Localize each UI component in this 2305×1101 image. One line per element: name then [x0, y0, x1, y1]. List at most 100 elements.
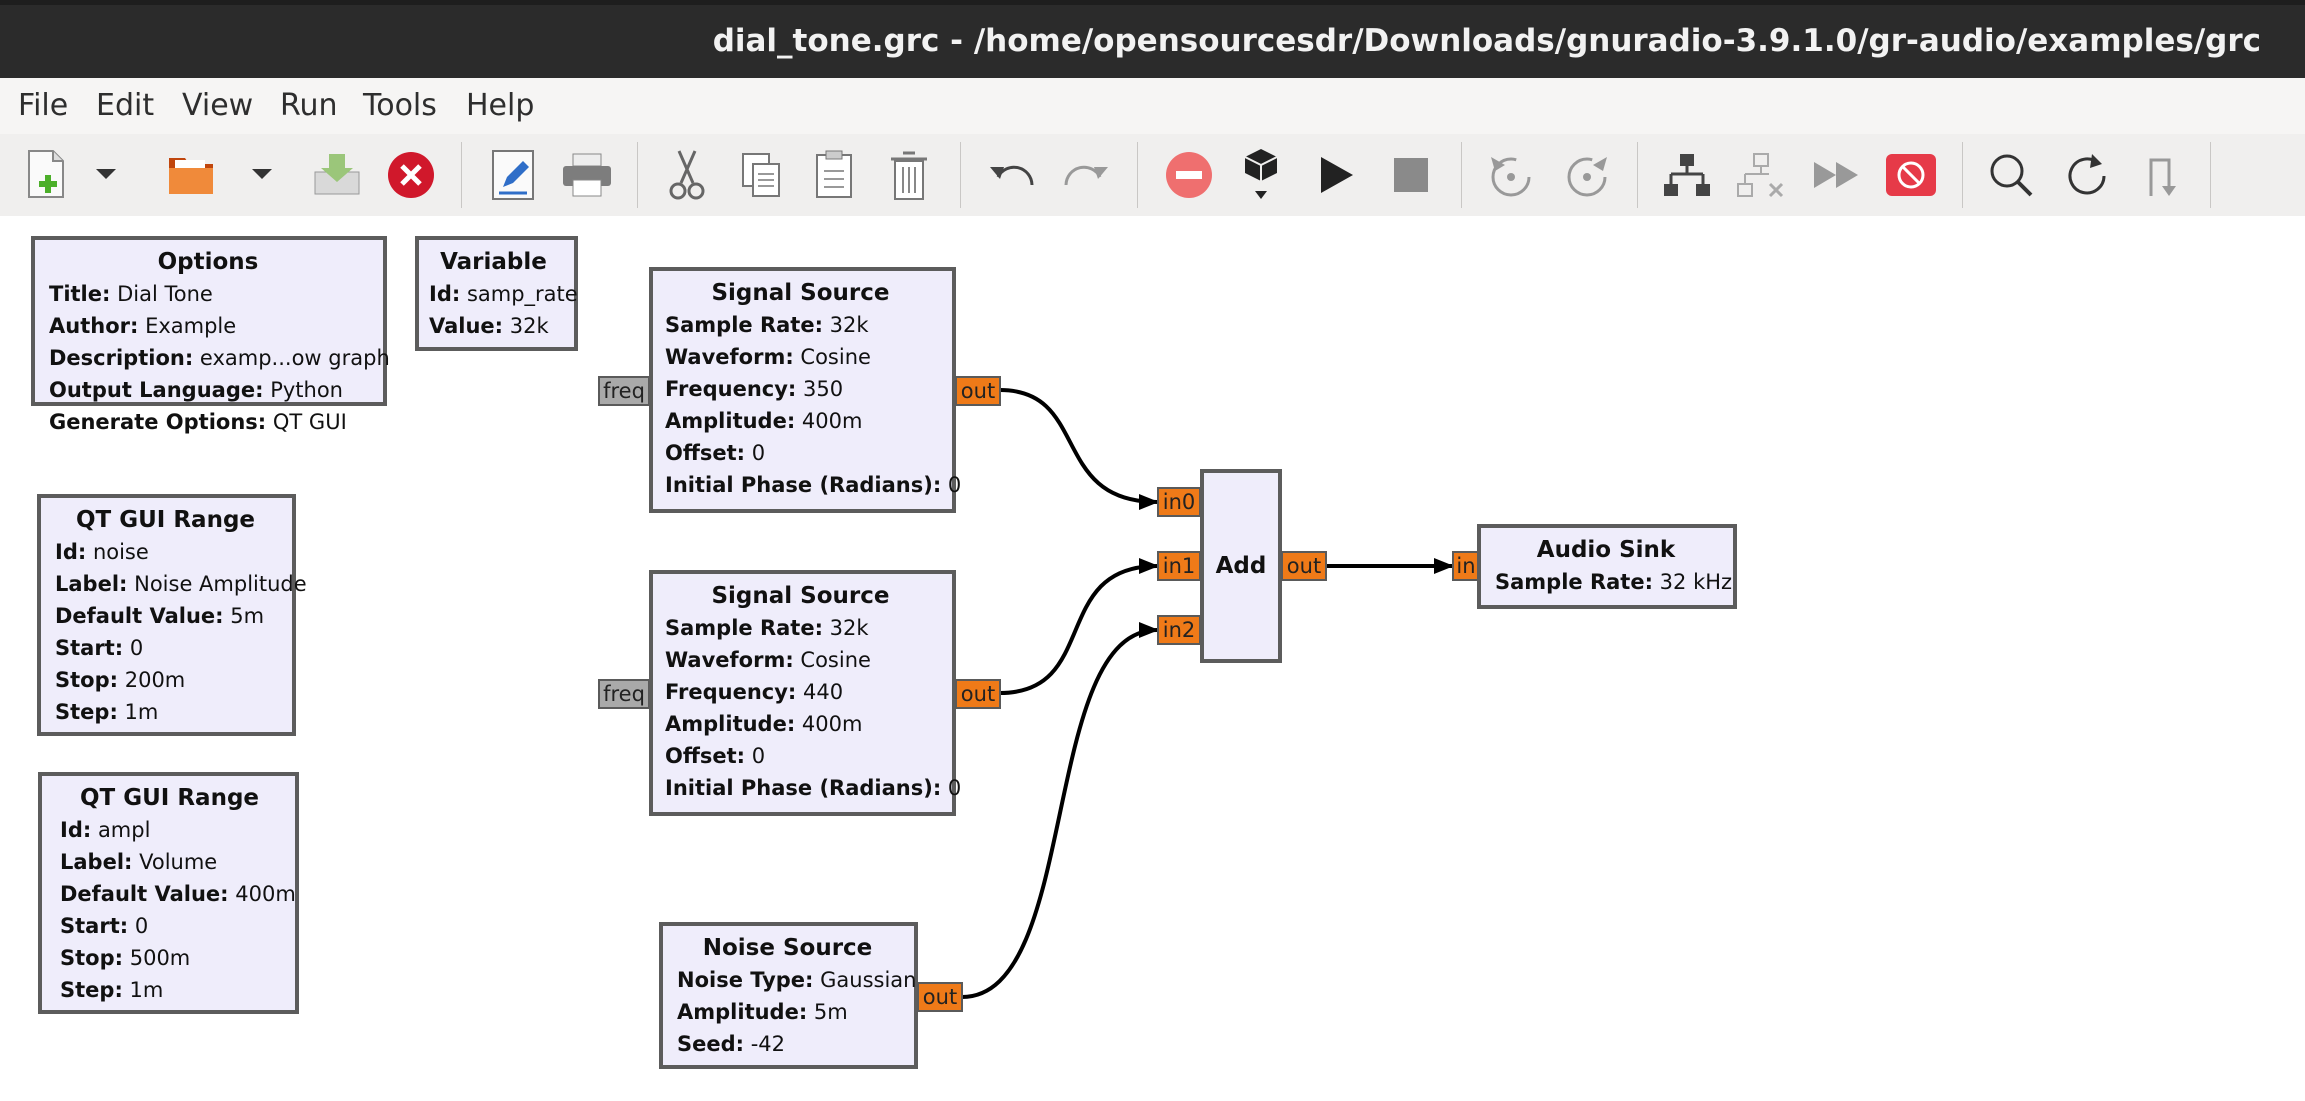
block-title: Options — [157, 249, 259, 275]
block-title: Add — [1215, 553, 1267, 579]
port-in2-add[interactable]: in2 — [1157, 615, 1201, 645]
new-file-icon[interactable] — [16, 144, 78, 206]
redo-icon[interactable] — [1056, 144, 1118, 206]
close-icon[interactable] — [380, 144, 442, 206]
block-param: Id: noise — [55, 540, 149, 564]
menu-help[interactable]: Help — [466, 88, 535, 123]
dropdown-arrow-icon[interactable] — [242, 144, 282, 206]
signal-source-440-block[interactable]: Signal Source Sample Rate: 32k Waveform:… — [649, 570, 962, 816]
open-folder-icon[interactable] — [160, 144, 222, 206]
save-icon[interactable] — [306, 144, 368, 206]
cut-icon[interactable] — [656, 144, 718, 206]
block-param: Waveform: Cosine — [665, 345, 871, 369]
menu-edit[interactable]: Edit — [96, 88, 155, 123]
paste-icon[interactable] — [804, 144, 866, 206]
find-icon[interactable] — [1980, 144, 2042, 206]
block-title: QT GUI Range — [75, 507, 256, 533]
port-out-add[interactable]: out — [1281, 551, 1327, 581]
port-out-noise[interactable]: out — [917, 982, 963, 1012]
reload-icon[interactable] — [2056, 144, 2118, 206]
copy-icon[interactable] — [730, 144, 792, 206]
block-param: Step: 1m — [55, 700, 159, 724]
audio-sink-block[interactable]: Audio Sink Sample Rate: 32 kHz — [1477, 524, 1737, 609]
port-out-sig2[interactable]: out — [955, 679, 1001, 709]
port-in-sink[interactable]: in — [1452, 551, 1480, 581]
rotate-ccw-icon[interactable] — [1480, 144, 1542, 206]
block-param: Default Value: 400m — [60, 882, 296, 906]
block-param: Waveform: Cosine — [665, 648, 871, 672]
block-title: Signal Source — [711, 583, 890, 609]
block-title: Noise Source — [702, 935, 873, 961]
port-freq-sig2[interactable]: freq — [598, 679, 650, 709]
noise-source-block[interactable]: Noise Source Noise Type: Gaussian Amplit… — [659, 922, 918, 1069]
wire-noise-to-add — [961, 622, 1159, 999]
block-param: Sample Rate: 32 kHz — [1495, 570, 1733, 594]
block-param: Label: Volume — [60, 850, 218, 874]
variable-block[interactable]: Variable Id: samp_rate Value: 32k — [415, 236, 578, 351]
connections — [961, 388, 1454, 999]
block-param: Title: Dial Tone — [49, 282, 213, 306]
block-param: Description: examp...ow graph — [49, 346, 390, 370]
block-param: Start: 0 — [60, 914, 149, 938]
block-param: Offset: 0 — [665, 441, 766, 465]
add-block[interactable]: Add — [1200, 469, 1282, 663]
block-param: Sample Rate: 32k — [665, 313, 869, 337]
block-param: Offset: 0 — [665, 744, 766, 768]
stop-icon[interactable] — [1380, 144, 1442, 206]
port-freq-sig1[interactable]: freq — [598, 376, 650, 406]
block-param: Initial Phase (Radians): 0 — [665, 776, 962, 800]
block-title: Variable — [440, 249, 547, 275]
generate-icon[interactable] — [1230, 144, 1292, 206]
block-param: Sample Rate: 32k — [665, 616, 869, 640]
menu-tools[interactable]: Tools — [363, 88, 437, 123]
block-param: Frequency: 350 — [665, 377, 844, 401]
block-title: Signal Source — [711, 280, 890, 306]
block-param: Initial Phase (Radians): 0 — [665, 473, 962, 497]
block-param: Step: 1m — [60, 978, 164, 1002]
options-block[interactable]: Options Title: Dial Tone Author: Example… — [31, 236, 390, 434]
block-param: Amplitude: 400m — [665, 409, 863, 433]
block-param: Id: samp_rate — [429, 282, 578, 306]
block-param: Noise Type: Gaussian — [677, 968, 917, 992]
block-param: Id: ampl — [60, 818, 151, 842]
wire-sig2-to-add — [999, 558, 1159, 695]
remove-hier-icon[interactable] — [1730, 144, 1792, 206]
block-param: Seed: -42 — [677, 1032, 786, 1056]
menu-run[interactable]: Run — [280, 88, 338, 123]
title-bar: dial_tone.grc - /home/opensourcesdr/Down… — [0, 0, 2305, 78]
more-icon[interactable] — [2130, 144, 2192, 206]
disable-icon[interactable] — [1158, 144, 1220, 206]
block-param: Value: 32k — [429, 314, 549, 338]
port-in0-add[interactable]: in0 — [1157, 487, 1201, 517]
create-hier-icon[interactable] — [1656, 144, 1718, 206]
menu-view[interactable]: View — [182, 88, 254, 123]
undo-icon[interactable] — [980, 144, 1042, 206]
block-param: Stop: 500m — [60, 946, 191, 970]
menu-bar: File Edit View Run Tools Help — [0, 78, 2305, 134]
block-param: Generate Options: QT GUI — [49, 410, 347, 434]
qt-gui-range-ampl-block[interactable]: QT GUI Range Id: ampl Label: Volume Defa… — [38, 772, 299, 1014]
dropdown-arrow-icon[interactable] — [86, 144, 126, 206]
block-param: Frequency: 440 — [665, 680, 844, 704]
properties-icon[interactable] — [482, 144, 544, 206]
block-param: Amplitude: 5m — [677, 1000, 848, 1024]
wire-sig1-to-add — [999, 388, 1159, 510]
signal-source-350-block[interactable]: Signal Source Sample Rate: 32k Waveform:… — [649, 267, 962, 513]
delete-icon[interactable] — [878, 144, 940, 206]
qt-gui-range-noise-block[interactable]: QT GUI Range Id: noise Label: Noise Ampl… — [37, 494, 307, 736]
port-out-sig1[interactable]: out — [955, 376, 1001, 406]
bypass-icon[interactable] — [1806, 144, 1868, 206]
window-title: dial_tone.grc - /home/opensourcesdr/Down… — [712, 23, 2261, 59]
block-title: Audio Sink — [1536, 537, 1676, 563]
execute-icon[interactable] — [1306, 144, 1368, 206]
print-icon[interactable] — [556, 144, 618, 206]
block-param: Output Language: Python — [49, 378, 343, 402]
kill-icon[interactable] — [1880, 144, 1942, 206]
rotate-cw-icon[interactable] — [1556, 144, 1618, 206]
toolbar — [0, 134, 2305, 217]
port-in1-add[interactable]: in1 — [1157, 551, 1201, 581]
block-param: Author: Example — [49, 314, 237, 338]
menu-file[interactable]: File — [18, 88, 69, 123]
block-title: QT GUI Range — [79, 785, 260, 811]
flowgraph-canvas[interactable]: Options Title: Dial Tone Author: Example… — [0, 216, 2305, 1101]
